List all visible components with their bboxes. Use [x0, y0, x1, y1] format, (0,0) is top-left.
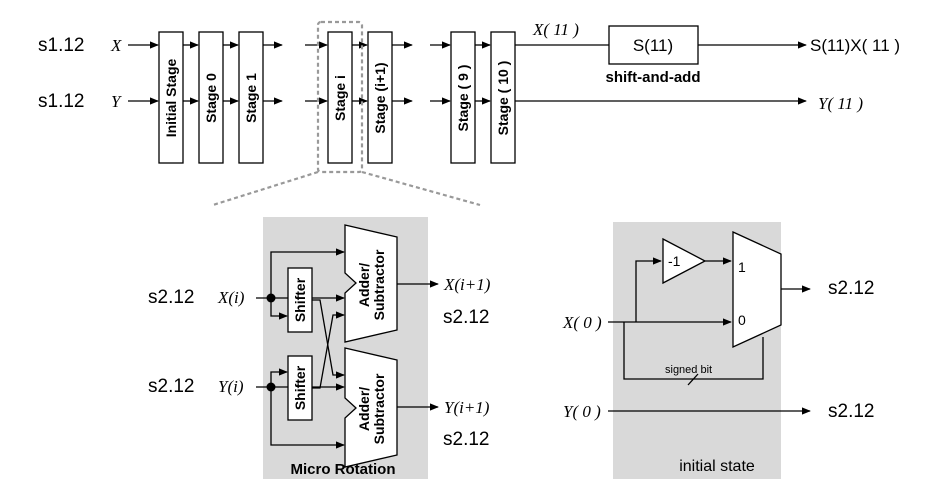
signed-bit-label: signed bit	[665, 364, 712, 376]
stage-9-label: Stage ( 9 )	[455, 65, 471, 132]
zoom-line-left	[212, 170, 319, 207]
is-out-y-format: s2.12	[828, 401, 874, 422]
input-y-format: s1.12	[38, 91, 84, 112]
stage-1-label: Stage 1	[243, 73, 259, 123]
is-in-x-label: X( 0 )	[562, 313, 602, 332]
signed-bit-tick	[687, 373, 699, 386]
mr-in-y-label: Y(i)	[218, 377, 244, 396]
stage-9-block	[450, 31, 476, 164]
negate-block	[662, 237, 707, 285]
scale-block-label: S(11)	[633, 36, 673, 55]
zoom-line-right	[361, 170, 481, 207]
input-y-label: Y	[111, 92, 122, 111]
adder-x-label: Adder/Subtractor	[356, 249, 387, 320]
mux-in1-label: 1	[738, 259, 746, 275]
shifter-x-label: Shifter	[292, 277, 308, 322]
micro-rotation-title: Micro Rotation	[291, 461, 396, 478]
negate-label: -1	[668, 253, 681, 269]
stage-i-plus-1-block	[367, 31, 393, 164]
mux-block	[732, 230, 782, 349]
mr-out-x-label: X(i+1)	[443, 275, 491, 294]
initial-state-title: initial state	[679, 458, 755, 475]
pipeline: s1.12 s1.12 X Y Initial Stage Stage 0 St…	[38, 20, 900, 207]
output-x-label: S(11)X( 11 )	[810, 36, 900, 55]
x11-label: X( 11 )	[532, 20, 579, 39]
stage-10-block	[490, 31, 516, 164]
scale-caption: shift-and-add	[606, 69, 701, 86]
stage-i-block	[327, 31, 353, 164]
stage-1-block	[238, 31, 264, 164]
stage-i-plus-1-label: Stage (i+1)	[372, 62, 388, 133]
input-x-format: s1.12	[38, 35, 84, 56]
output-y-label: Y( 11 )	[818, 94, 863, 113]
mr-in-x-label: X(i)	[217, 288, 245, 307]
stage-0-label: Stage 0	[203, 73, 219, 123]
mux-in0-label: 0	[738, 312, 746, 328]
stage-initial-block	[158, 31, 184, 164]
stage-10-label: Stage ( 10 )	[495, 61, 511, 136]
scale-block	[608, 25, 699, 65]
adder-y-label: Adder/Subtractor	[356, 373, 387, 444]
input-x-label: X	[110, 36, 122, 55]
is-out-x-format: s2.12	[828, 278, 874, 299]
mr-out-y-label: Y(i+1)	[444, 398, 490, 417]
stage-arrows	[183, 41, 491, 105]
adder-x	[344, 224, 398, 343]
is-in-y-label: Y( 0 )	[563, 402, 601, 421]
stage-initial-label: Initial Stage	[163, 59, 179, 138]
stage-i-highlight	[316, 20, 364, 174]
stage-0-block	[198, 31, 224, 164]
mr-in-x-format: s2.12	[148, 287, 194, 308]
micro-rotation: s2.12 s2.12 X(i) Y(i) Shifter Shifter Ad…	[148, 217, 491, 479]
shifter-y-label: Shifter	[292, 365, 308, 410]
initial-state: -1 1 0 X( 0 ) signed bit s2.12 Y( 0 ) s2…	[562, 222, 874, 479]
mr-in-y-format: s2.12	[148, 376, 194, 397]
mr-out-y-format: s2.12	[443, 429, 489, 450]
stage-i-label: Stage i	[332, 75, 348, 121]
mr-out-x-format: s2.12	[443, 307, 489, 328]
adder-y	[344, 347, 398, 468]
